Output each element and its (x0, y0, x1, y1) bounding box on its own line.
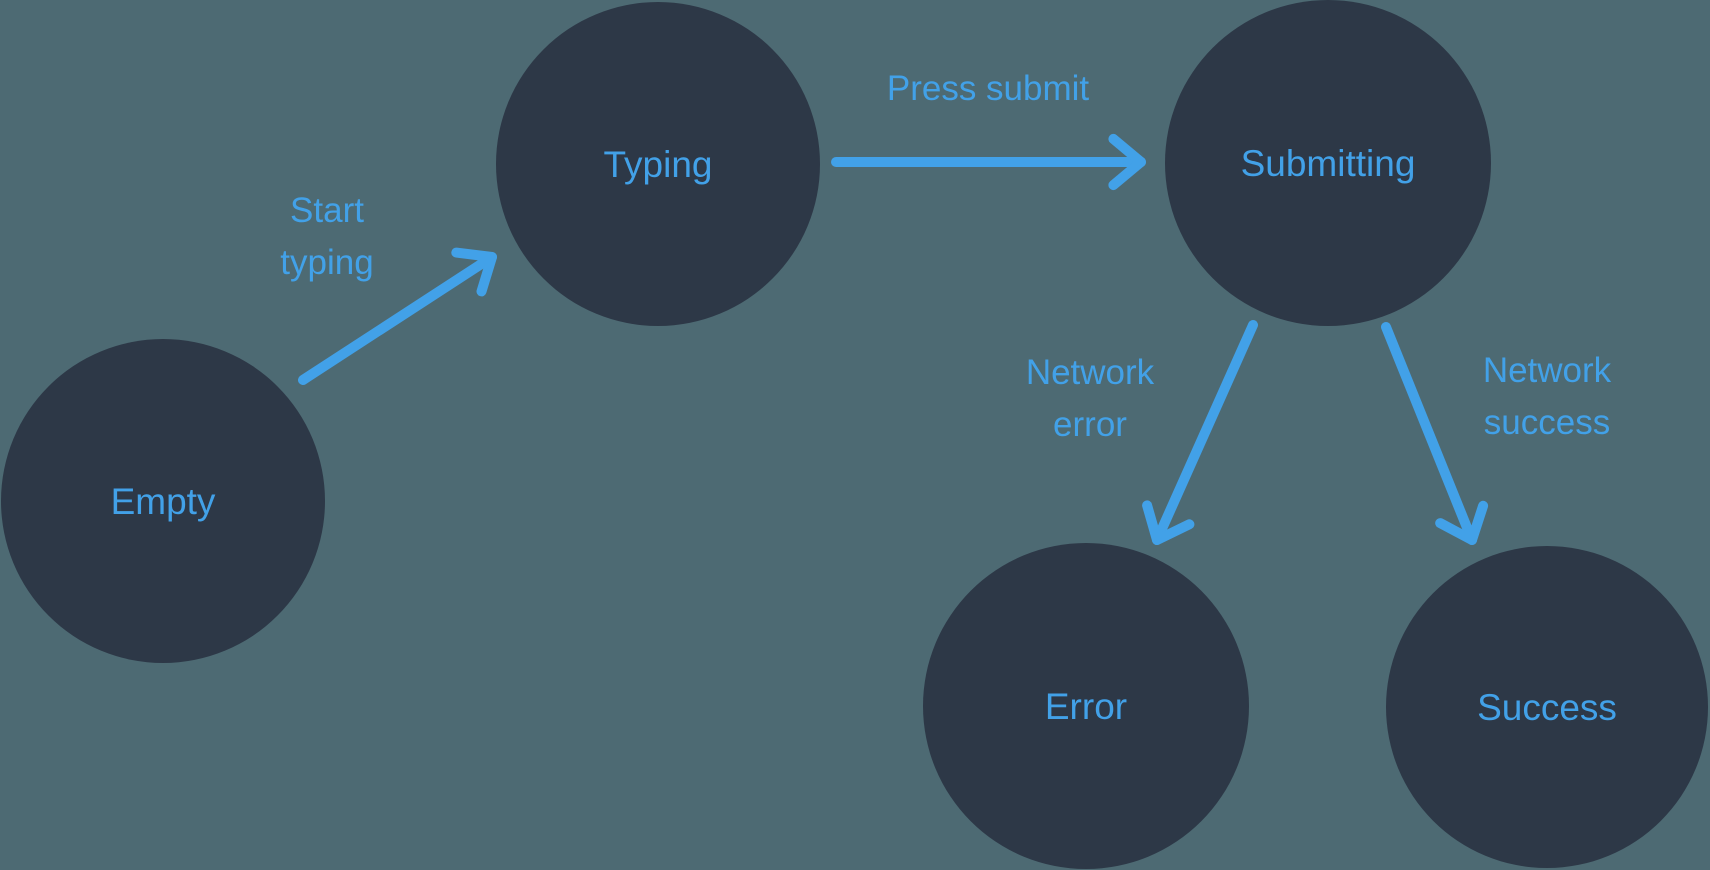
state-label-typing: Typing (603, 144, 712, 185)
state-label-submitting: Submitting (1241, 143, 1416, 184)
transition-empty-to-typing: Start typing (280, 191, 497, 385)
transition-label: Network (1026, 353, 1155, 392)
transition-label: typing (280, 243, 373, 282)
state-circle-success (1386, 546, 1708, 868)
transition-label: error (1053, 405, 1127, 444)
state-node-error: Error (923, 543, 1249, 869)
state-circle-empty (1, 339, 325, 663)
state-label-success: Success (1477, 687, 1617, 728)
transition-label: Network (1483, 351, 1612, 390)
state-node-empty: Empty (1, 339, 325, 663)
transition-typing-to-submitting: Press submit (831, 69, 1146, 191)
transition-label: Press submit (887, 69, 1090, 108)
state-node-submitting: Submitting (1165, 0, 1491, 326)
transition-arrow-shaft (1152, 320, 1258, 545)
transition-label: success (1484, 403, 1610, 442)
state-circle-error (923, 543, 1249, 869)
transition-submitting-to-success: Network success (1381, 322, 1612, 545)
state-label-empty: Empty (111, 481, 216, 522)
arrowhead-icon (1142, 500, 1195, 545)
state-circle-typing (496, 2, 820, 326)
state-label-error: Error (1045, 686, 1127, 727)
state-circle-submitting (1165, 0, 1491, 326)
arrowhead-icon (451, 247, 497, 297)
transition-label: Start (290, 191, 364, 230)
arrowhead-icon (1108, 133, 1146, 191)
arrowhead-icon (1435, 500, 1489, 545)
transition-arrow-shaft (1381, 322, 1477, 545)
transition-submitting-to-error: Network error (1026, 320, 1258, 545)
state-node-success: Success (1386, 546, 1708, 868)
transition-arrow-shaft (298, 252, 497, 385)
state-node-typing: Typing (496, 2, 820, 326)
